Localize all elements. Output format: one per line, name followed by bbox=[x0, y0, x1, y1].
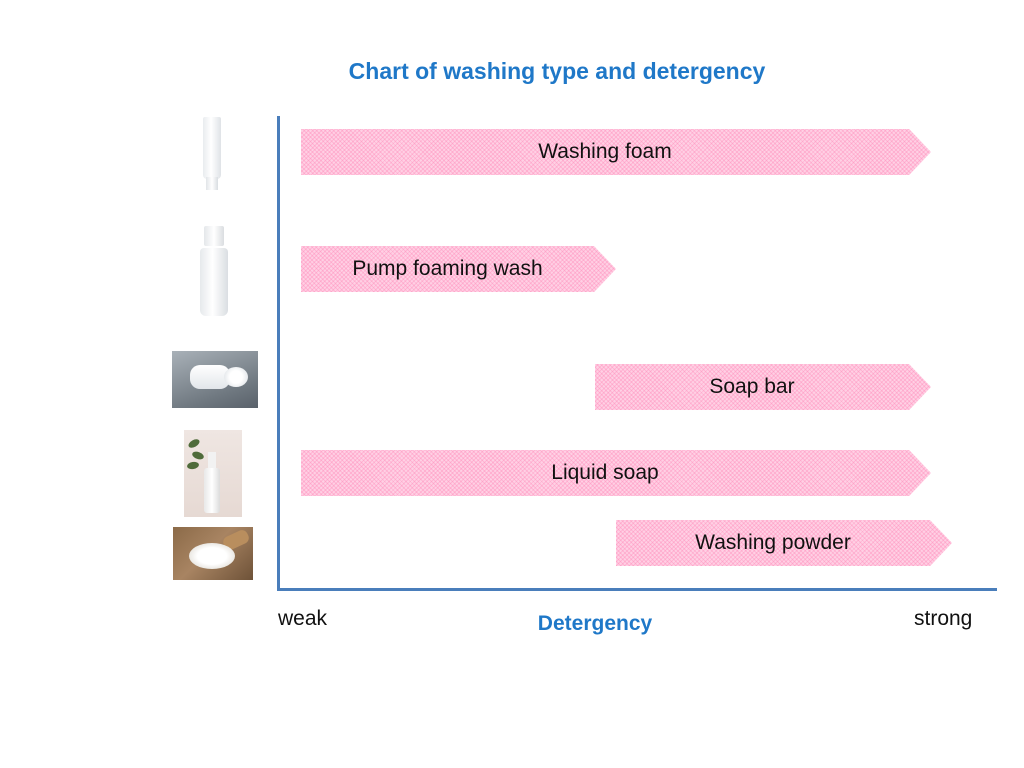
strong-label: strong bbox=[914, 607, 973, 630]
arrow-label: Soap bar bbox=[709, 375, 795, 398]
y-axis-line bbox=[277, 116, 280, 591]
washing-powder-image bbox=[173, 527, 253, 580]
arrow-label: Pump foaming wash bbox=[352, 257, 543, 280]
arrow-pump-foaming-wash: Pump foaming wash bbox=[301, 246, 616, 292]
soap-bar-image bbox=[172, 351, 258, 408]
arrow-liquid-soap: Liquid soap bbox=[301, 450, 931, 496]
cleanser-tube-image bbox=[196, 113, 230, 193]
arrow-label: Washing powder bbox=[695, 531, 851, 554]
weak-label: weak bbox=[278, 607, 328, 630]
arrow-label: Liquid soap bbox=[551, 461, 659, 484]
pump-bottle-image bbox=[196, 222, 234, 319]
arrow-label: Washing foam bbox=[538, 140, 672, 163]
arrow-washing-powder: Washing powder bbox=[616, 520, 952, 566]
liquid-soap-bottle-image bbox=[184, 430, 242, 517]
arrow-washing-foam: Washing foam bbox=[301, 129, 931, 175]
arrow-soap-bar: Soap bar bbox=[595, 364, 931, 410]
x-axis-label: Detergency bbox=[537, 612, 653, 635]
chart-title: Chart of washing type and detergency bbox=[348, 58, 766, 84]
x-axis-line bbox=[277, 588, 997, 591]
